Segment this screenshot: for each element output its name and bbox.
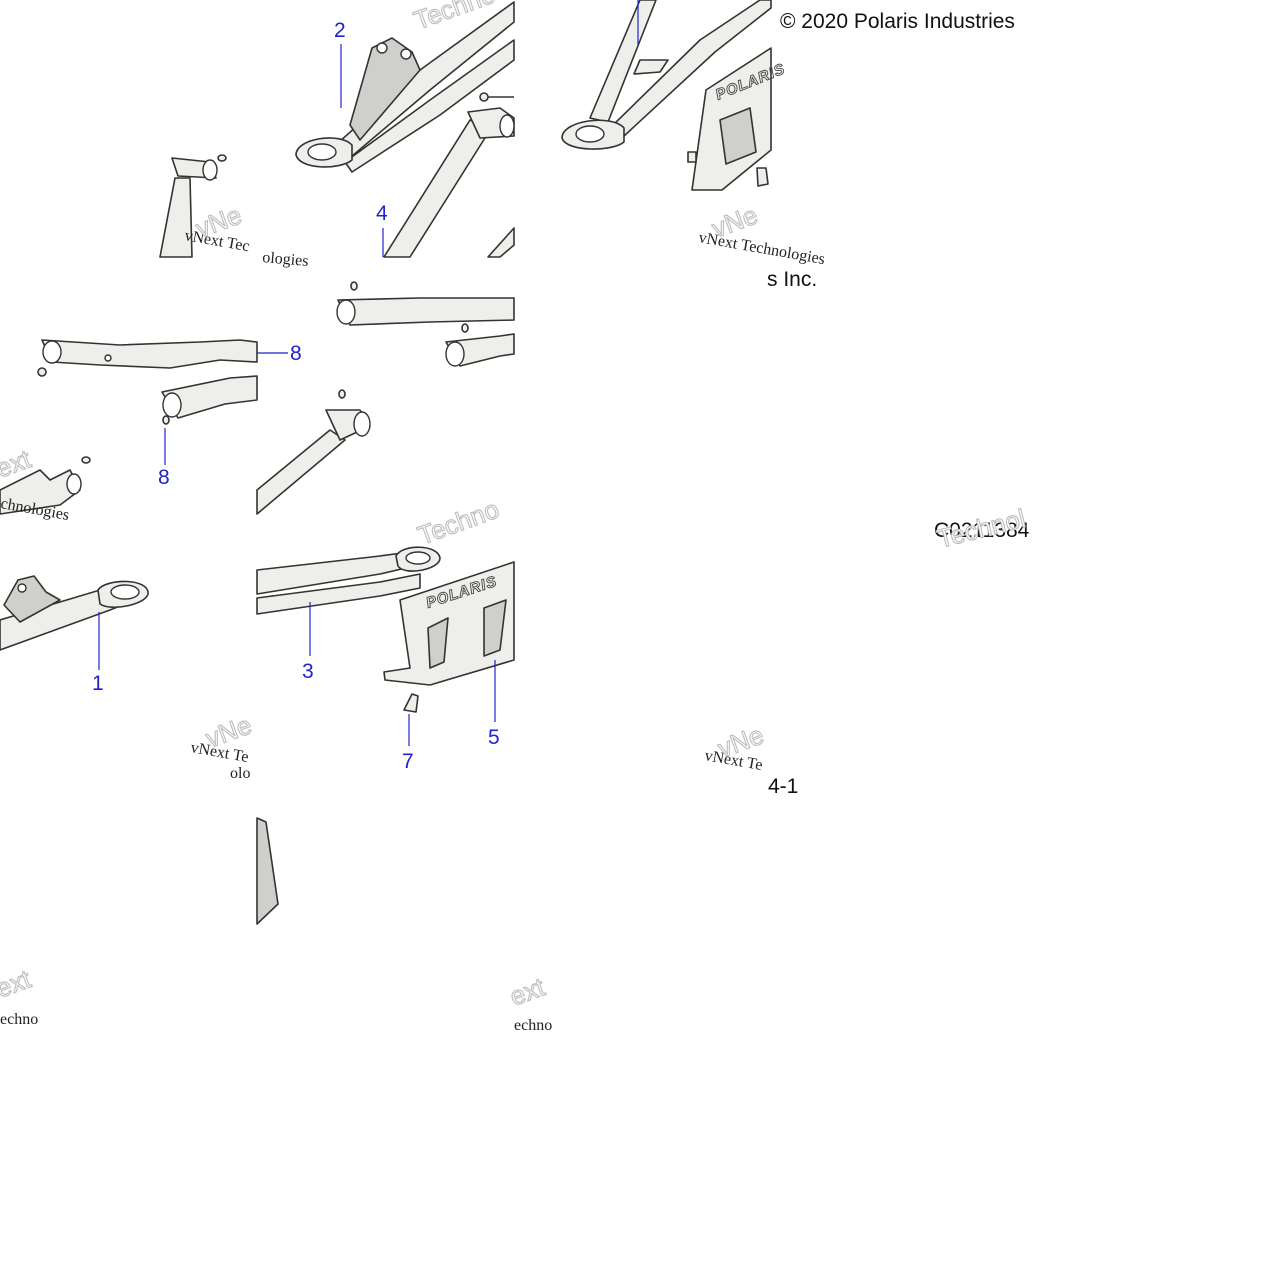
lower-fragment-tile: ext echno ext echno	[0, 817, 552, 1034]
upper-a-arm-left-tile: 1 vNext Te vNe olo	[0, 575, 256, 782]
callout-4: 4	[376, 202, 388, 225]
watermark-ghost: ext	[0, 963, 35, 1003]
watermark-ghost: vNe	[202, 710, 256, 754]
watermark-text: ologies	[262, 249, 310, 270]
copyright-tail-text: s Inc.	[767, 268, 817, 291]
lower-tube-tile	[256, 281, 515, 515]
watermark-ghost: vNe	[708, 200, 762, 244]
lower-a-arm-skid-tile: POLARIS 3 5 7 Techno	[256, 493, 515, 773]
upper-a-arm-rear-tile: vNext Tec vNe	[159, 154, 251, 258]
page-fragment: 4-1	[768, 775, 798, 798]
callout-8-lower: 8	[158, 466, 170, 489]
callout-7: 7	[402, 750, 414, 773]
upper-a-arm-front-tile: 2 4 Techno ologies	[262, 0, 515, 270]
watermark-tile: vNext Te vNe	[703, 719, 768, 774]
copyright-text: © 2020 Polaris Industries	[780, 10, 1015, 33]
watermark-ghost: ext	[506, 971, 550, 1011]
upper-a-arm-skid-tile: POLARIS vNext Technologies vNe	[561, 0, 826, 268]
watermark-text: echno	[514, 1017, 552, 1034]
callout-8: 8	[290, 342, 302, 365]
watermark-ghost: olo	[230, 765, 250, 782]
callout-1: 1	[92, 672, 104, 695]
callout-5: 5	[488, 726, 500, 749]
watermark-ghost: Techno	[414, 494, 503, 551]
watermark-ghost: Technol	[934, 503, 1028, 554]
lower-a-arm-tile: 8 8 ext chnologies	[0, 339, 302, 524]
callout-3: 3	[302, 660, 314, 683]
callout-2: 2	[334, 19, 346, 42]
watermark-text: echno	[0, 1011, 38, 1028]
diagram-code: C0211384	[934, 519, 1030, 542]
